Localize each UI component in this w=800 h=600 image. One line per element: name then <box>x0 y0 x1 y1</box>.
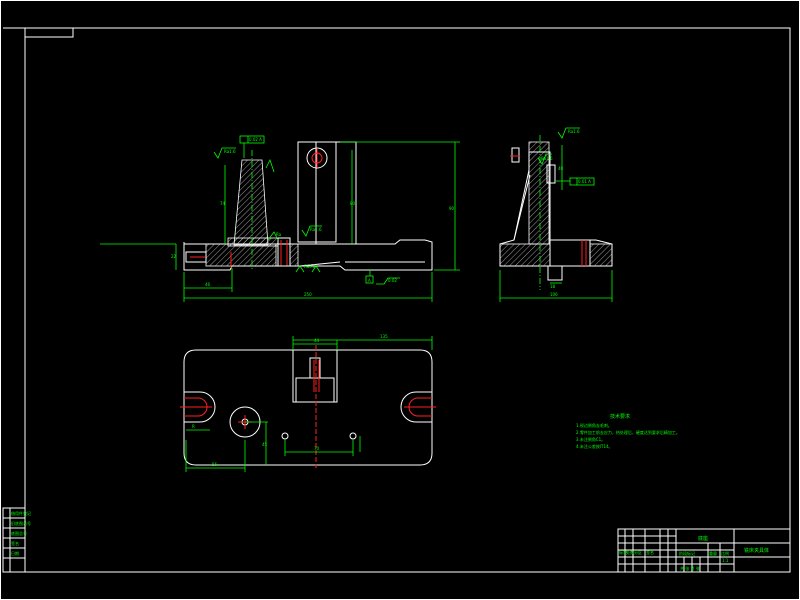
svg-text:A: A <box>368 278 371 283</box>
svg-text:56: 56 <box>212 462 218 467</box>
svg-text:Ra1.6: Ra1.6 <box>310 227 322 232</box>
left-strip-label: 签名 <box>11 540 19 546</box>
roughness-symbol-icon: Ra1.6 <box>213 147 236 159</box>
svg-text:Ra1.6: Ra1.6 <box>541 156 553 161</box>
svg-text:Ra3.2: Ra3.2 <box>304 264 316 269</box>
tech-requirements: 技术要求 1.锐边倒角去毛刺。 2.零件加工前去应力，热处理后，硬度达到要求后精… <box>576 413 680 449</box>
svg-text:40: 40 <box>558 166 564 171</box>
stage-label: 重量 <box>709 550 717 556</box>
side-view: 106 18 Ra1.6 Ra1.6 0.01 A 40 <box>499 127 613 302</box>
svg-text:R: R <box>192 424 195 429</box>
title-header-label: 处数 <box>626 549 634 555</box>
flatness-symbol-icon: 0.02 A <box>239 135 265 158</box>
left-strip-table: 借用件登记 旧底图总号 底图总号 签名 日期 <box>2 507 31 573</box>
left-strip-label: 借用件登记 <box>11 510 31 516</box>
svg-text:45: 45 <box>262 442 268 447</box>
svg-text:0.02 A: 0.02 A <box>249 137 262 142</box>
tech-requirement-line: 3.未注倒角C1。 <box>576 436 605 442</box>
svg-text:46: 46 <box>205 282 211 287</box>
svg-text:250: 250 <box>304 292 312 297</box>
scale-value: 1:1 <box>722 558 729 563</box>
svg-text:0.01 A: 0.01 A <box>578 179 591 184</box>
drawing-name: 铣床夹具体 <box>744 547 769 554</box>
title-header-label: 标记 <box>619 549 627 555</box>
svg-text:Ra1.6: Ra1.6 <box>224 149 236 154</box>
sheet-count: 共 张 第 张 <box>680 565 700 571</box>
tech-requirement-line: 4.未注公差按IT14。 <box>576 443 613 449</box>
title-header-label: 分区 <box>634 549 642 555</box>
svg-text:106: 106 <box>550 292 558 297</box>
tech-requirements-title: 技术要求 <box>610 413 630 420</box>
svg-text:90: 90 <box>449 206 455 211</box>
tech-requirement-line: 2.零件加工前去应力，热处理后，硬度达到要求后精加工。 <box>576 429 680 435</box>
svg-text:Ra: Ra <box>276 232 282 237</box>
stage-label: 比例 <box>721 550 729 556</box>
svg-text:135: 135 <box>380 334 388 339</box>
left-strip-label: 底图总号 <box>11 530 27 536</box>
svg-text:Ra1.6: Ra1.6 <box>568 129 580 134</box>
svg-text:44: 44 <box>314 338 320 343</box>
title-block: 底座 铣床夹具体 标记 处数 分区 签名 阶段标记 重量 比例 1:1 共 张 … <box>617 528 791 573</box>
title-header-label: 签名 <box>646 549 654 555</box>
top-view: 135 44 56 45 70 R <box>180 334 436 472</box>
front-view: 250 46 90 74 80 22 Ra1.6 0.02 A Ra Ra1.6 <box>100 135 460 302</box>
svg-text:0.02: 0.02 <box>388 278 397 283</box>
svg-text:74: 74 <box>220 201 226 206</box>
svg-text:22: 22 <box>171 254 177 259</box>
svg-text:80: 80 <box>350 201 356 206</box>
left-strip-label: 日期 <box>11 550 19 556</box>
svg-text:70: 70 <box>314 446 320 451</box>
datum-symbol-icon: A <box>365 270 374 284</box>
stage-label: 阶段标记 <box>679 550 695 556</box>
svg-text:18: 18 <box>550 284 556 289</box>
part-name: 底座 <box>698 535 708 542</box>
left-strip-label: 旧底图总号 <box>11 520 31 526</box>
tech-requirement-line: 1.锐边倒角去毛刺。 <box>576 422 612 428</box>
